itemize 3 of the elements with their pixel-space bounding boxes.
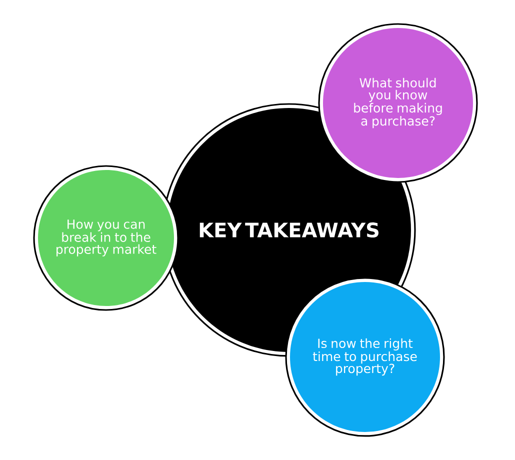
circle-node: Is now the right time to purchase property? [285,277,445,437]
circle-node: What should you know before making a purchase? [318,23,478,183]
circle-node: How you can break in to the property market [33,165,179,311]
